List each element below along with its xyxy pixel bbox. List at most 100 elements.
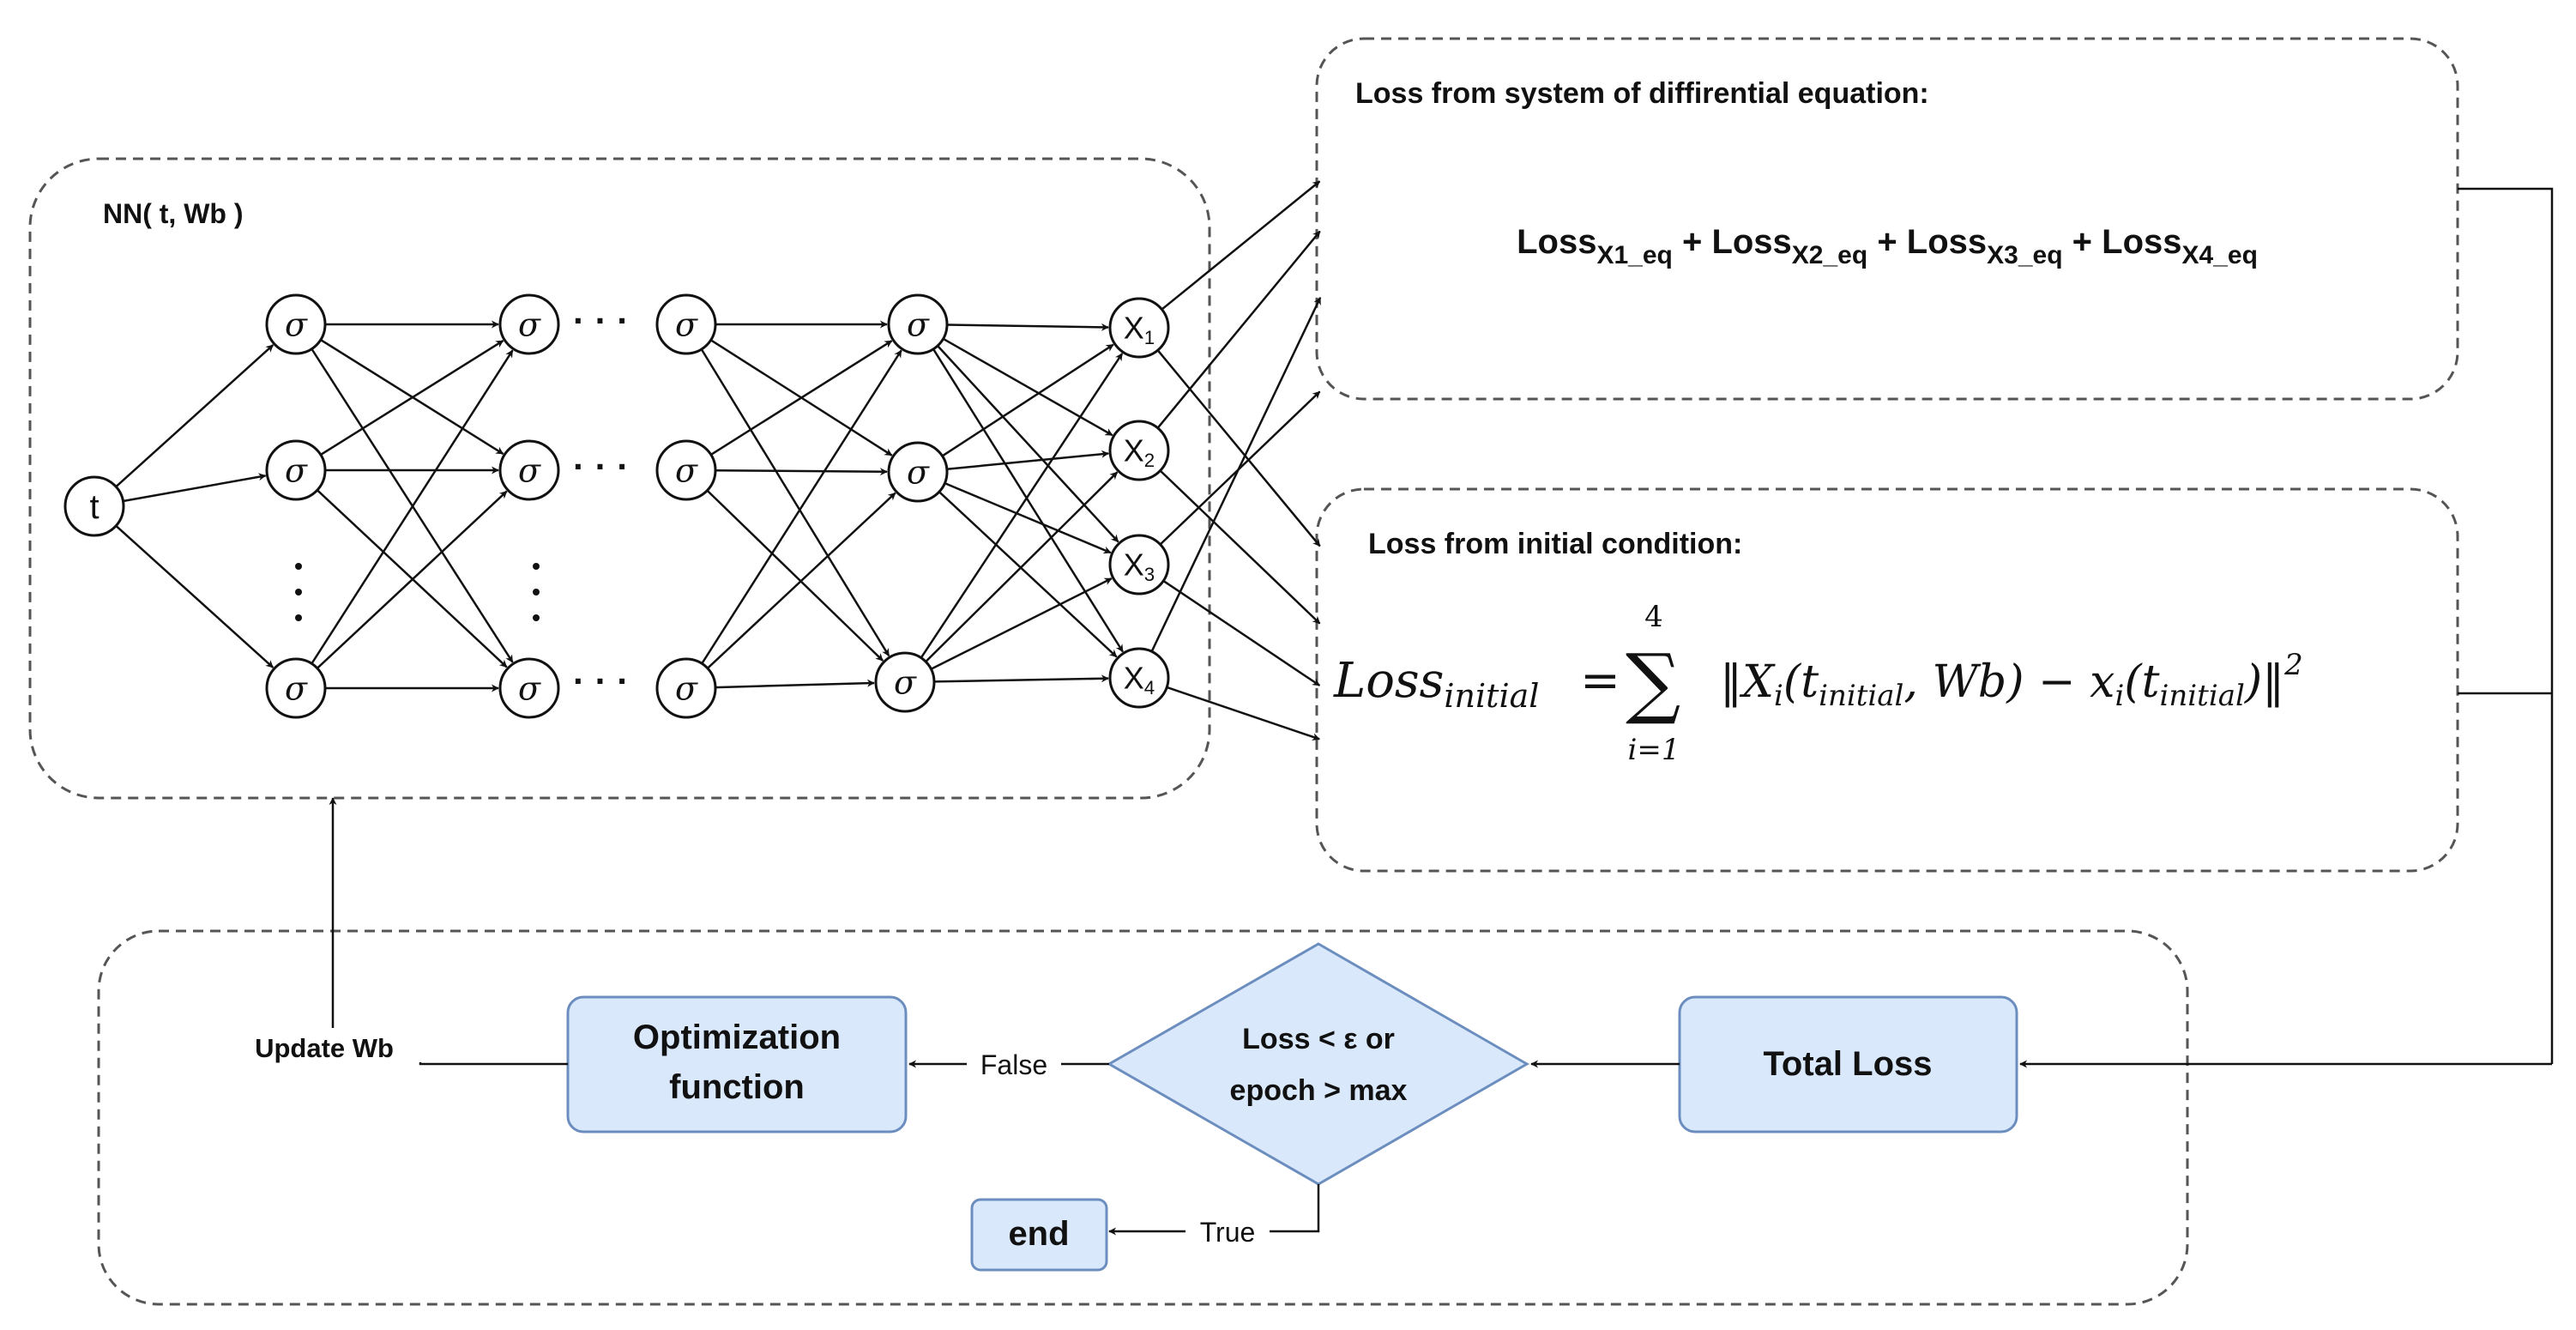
edge-l4-out-2-1 [925, 471, 1119, 662]
edge-l4-out-0-0 [946, 323, 1109, 331]
true-path [1108, 1184, 1320, 1236]
sigma-node-l1-1: σ [265, 293, 327, 355]
vertical-ellipsis-layer2 [533, 563, 540, 621]
sigma-node-l3-2-label: σ [675, 451, 698, 489]
initial-loss-formula: Lossinitial = ∑ 4 i=1 ‖Xi(tinitial, Wb) … [1333, 600, 2303, 767]
edge-l4-out-0-3 [932, 348, 1124, 653]
optimization-line-1: Optimization [633, 1019, 841, 1056]
sigma-node-l4-1: σ [887, 293, 949, 355]
output-node-x2: X2 [1108, 420, 1170, 481]
nn-container [28, 157, 1211, 800]
edge-l3-l4-1-0 [710, 340, 893, 456]
sigma-node-l3-1-label: σ [675, 305, 698, 343]
edge-t-l1-0-1 [123, 473, 267, 503]
horizontal-ellipsis-row2: · · · [573, 446, 629, 487]
edge-out-loss-5 [1162, 579, 1321, 686]
vertical-ellipsis-layer1 [295, 563, 302, 621]
edge-l3-l4-2-0 [701, 349, 902, 664]
edge-l4-out-1-3 [938, 491, 1118, 658]
sigma-node-l4-2: σ [887, 441, 949, 503]
ode-loss-connector [2458, 187, 2554, 1064]
edge-out-loss-0 [1161, 180, 1321, 311]
edge-out-loss-1 [1156, 349, 1321, 547]
sigma-node-l4-3-label: σ [894, 663, 917, 701]
sigma-node-l2-2: σ [498, 439, 560, 501]
edge-l3-l4-1-1 [715, 468, 888, 476]
sigma-node-l1-3-label: σ [285, 669, 308, 707]
sigma-node-l1-1-label: σ [285, 305, 308, 343]
sigma-node-l1-2-label: σ [285, 451, 308, 489]
edge-l4-out-2-0 [920, 353, 1124, 659]
edge-l3-l4-2-2 [715, 679, 875, 689]
edge-l4-out-1-2 [944, 481, 1112, 554]
initial-loss-title: Loss from initial condition: [1368, 528, 1742, 560]
ode-term-2: Loss [1711, 223, 1791, 261]
end-box [970, 1198, 1108, 1272]
output-node-x4: X4 [1108, 647, 1170, 709]
ode-term-3-sub: X3_eq [1987, 241, 2062, 269]
true-label: True [1200, 1217, 1256, 1248]
edge-t-l1-0-2 [115, 524, 274, 668]
sigma-node-l2-3: σ [498, 657, 560, 719]
edge-l4-out-1-0 [941, 343, 1114, 457]
ode-loss-title: Loss from system of diffirential equatio… [1355, 77, 1929, 110]
end-label: end [1008, 1215, 1069, 1253]
sigma-node-l3-2: σ [655, 439, 717, 501]
ode-loss-sum: LossX1_eq + LossX2_eq + LossX3_eq + Loss… [1517, 223, 2258, 269]
decision-line-2: epoch > max [1230, 1074, 1408, 1107]
input-node-t-label: t [89, 488, 99, 526]
edge-l4-out-0-1 [942, 337, 1113, 437]
sigma-node-l4-3: σ [874, 651, 936, 713]
sigma-node-l3-3-label: σ [675, 669, 698, 707]
sigma-node-l2-3-label: σ [518, 669, 541, 707]
ode-term-3: Loss [1907, 223, 1987, 261]
sigma-node-l4-2-label: σ [907, 453, 930, 491]
edge-l4-out-0-2 [937, 345, 1119, 543]
edge-out-loss-6 [1150, 296, 1322, 652]
edge-out-loss-2 [1156, 230, 1321, 429]
edge-l3-l4-0-2 [700, 348, 890, 657]
ode-term-1-sub: X1_eq [1596, 241, 1672, 269]
ode-term-4-sub: X4_eq [2182, 241, 2258, 269]
total-loss-label: Total Loss [1763, 1045, 1932, 1083]
svg-text:i=1: i=1 [1628, 733, 1680, 767]
edge-l1-l2-2-1 [316, 490, 508, 669]
output-node-x3: X3 [1108, 534, 1170, 595]
sigma-node-l2-1-label: σ [518, 305, 541, 343]
svg-text:∑: ∑ [1626, 638, 1680, 728]
ode-term-4: Loss [2102, 223, 2181, 261]
nn-title: NN( t, Wb ) [103, 198, 244, 229]
edge-out-loss-7 [1166, 686, 1320, 741]
edge-l1-l2-2-0 [311, 349, 514, 665]
sigma-node-l1-2: σ [265, 439, 327, 501]
sigma-node-l3-3: σ [655, 657, 717, 719]
optimization-box [566, 995, 908, 1134]
false-label: False [980, 1049, 1047, 1080]
nn-edges [115, 320, 1124, 692]
optimization-line-2: function [669, 1068, 805, 1106]
svg-text:4: 4 [1644, 600, 1663, 634]
decision-diamond [1106, 942, 1530, 1186]
sigma-node-l2-1: σ [498, 293, 560, 355]
decision-line-1: Loss < ε or [1242, 1023, 1395, 1055]
svg-text:=: = [1580, 653, 1620, 709]
ode-term-1: Loss [1517, 223, 1596, 261]
update-wb-label: Update Wb [255, 1033, 394, 1063]
edge-l3-l4-2-1 [707, 492, 896, 669]
output-node-x1: X1 [1108, 297, 1170, 359]
edge-l4-out-1-1 [946, 450, 1110, 470]
edge-l1-l2-1-0 [320, 340, 504, 456]
edge-l4-out-2-3 [933, 674, 1109, 683]
horizontal-ellipsis-row1: · · · [573, 300, 629, 341]
svg-text:‖Xi(tinitial, Wb) − xi(tinitia: ‖Xi(tinitial, Wb) − xi(tinitial)‖2 [1720, 648, 2303, 713]
sigma-node-l1-3: σ [265, 657, 327, 719]
ode-term-2-sub: X2_eq [1792, 241, 1867, 269]
edge-t-l1-0-0 [115, 344, 274, 488]
sigma-node-l2-2-label: σ [518, 451, 541, 489]
output-to-loss-edges [1150, 180, 1322, 741]
horizontal-ellipsis-row3: · · · [573, 661, 629, 701]
edge-l3-l4-1-2 [706, 489, 884, 662]
edge-out-loss-3 [1159, 469, 1321, 625]
